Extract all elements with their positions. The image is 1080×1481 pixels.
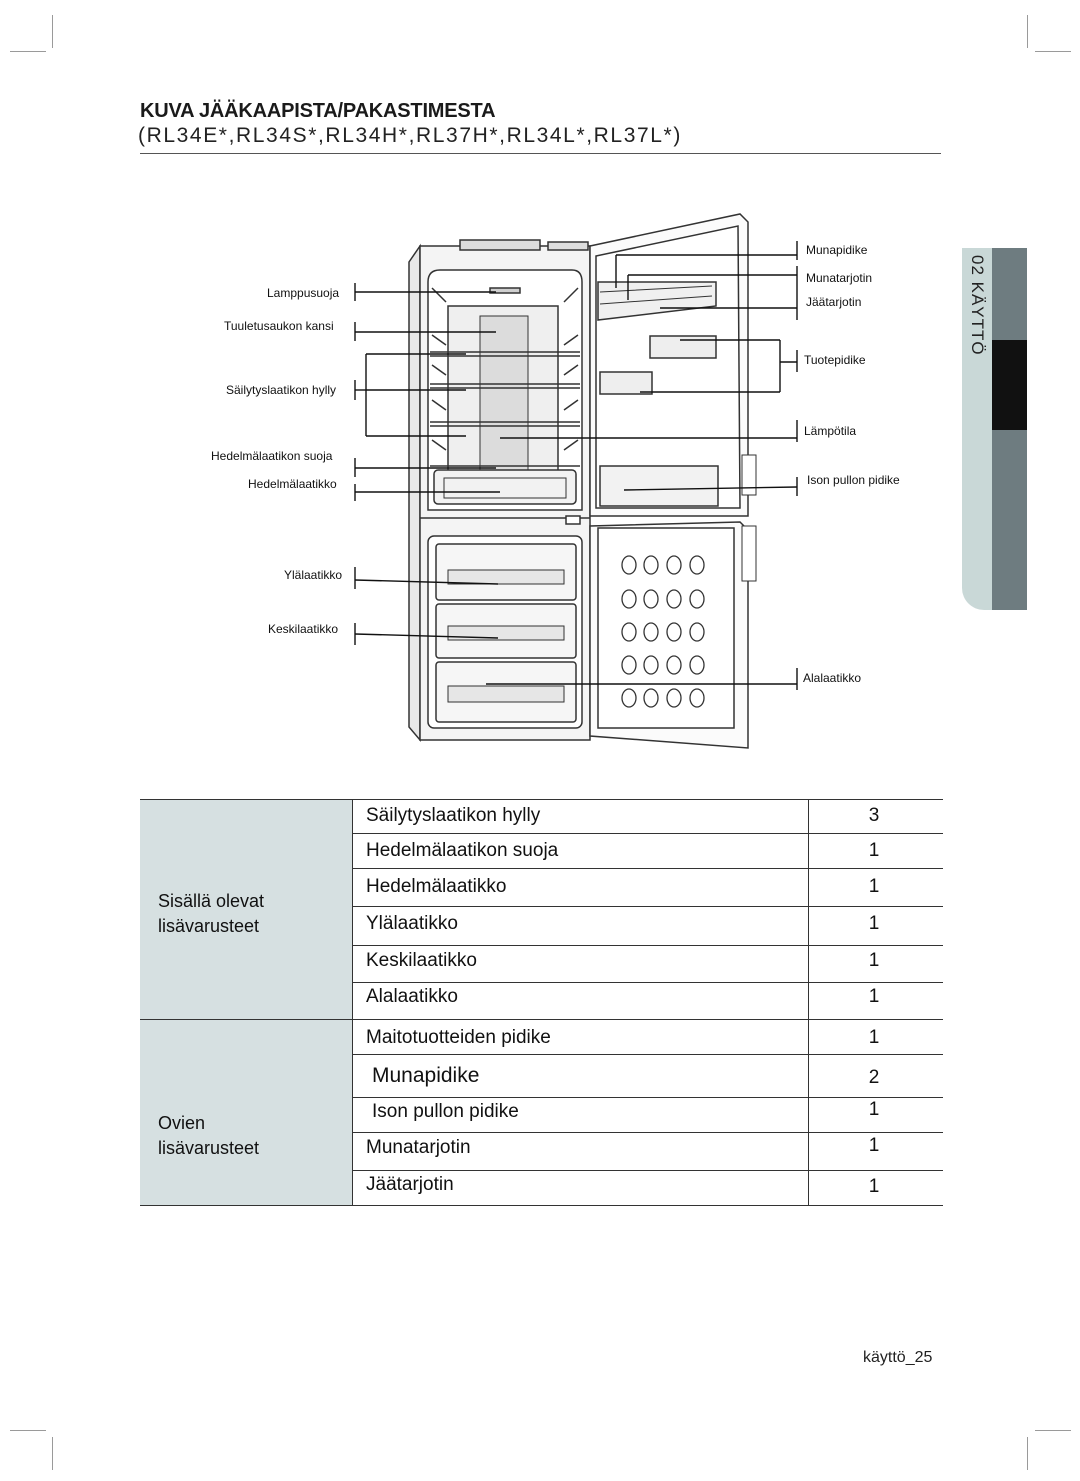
table-item: Ylälaatikko: [366, 913, 458, 934]
table-qty: 1: [868, 1176, 880, 1197]
crop-mark: [1035, 1430, 1071, 1431]
group-label-internal: Sisällä olevat lisävarusteet: [158, 889, 264, 939]
table-item: Keskilaatikko: [366, 950, 477, 971]
table-qty: 1: [868, 986, 880, 1007]
side-tab-strip: [992, 430, 1027, 610]
table-row-divider: [352, 833, 943, 834]
table-column-divider: [352, 800, 353, 1205]
page-number: käyttö_25: [863, 1349, 933, 1366]
table-item: Alalaatikko: [366, 986, 458, 1007]
group-label-door: Ovien lisävarusteet: [158, 1111, 259, 1161]
label-big-bottle-holder: Ison pullon pidike: [807, 473, 900, 487]
group-label-line: lisävarusteet: [158, 916, 260, 936]
table-item: Jäätarjotin: [366, 1174, 454, 1195]
label-ice-tray: Jäätarjotin: [806, 295, 862, 309]
table-qty: 1: [868, 1099, 880, 1120]
section-tab-label: 02 KÄYTTÖ: [968, 255, 987, 356]
page-title: KUVA JÄÄKAAPISTA/PAKASTIMESTA: [140, 100, 496, 122]
table-row-divider: [352, 1132, 943, 1133]
table-qty: 1: [868, 913, 880, 934]
label-product-holder: Tuotepidike: [804, 353, 866, 367]
table-row-divider: [352, 906, 943, 907]
table-row-divider: [352, 868, 943, 869]
label-middle-drawer: Keskilaatikko: [268, 622, 339, 636]
label-egg-tray: Munatarjotin: [806, 271, 873, 285]
table-qty: 1: [868, 1027, 880, 1048]
group-label-line: Ovien: [158, 1113, 206, 1133]
side-tab-marker: [992, 340, 1027, 430]
table-border: [140, 799, 943, 800]
label-egg-holder: Munapidike: [806, 243, 868, 257]
table-border: [140, 1205, 943, 1206]
table-qty: 1: [868, 950, 880, 971]
group-label-line: lisävarusteet: [158, 1138, 260, 1158]
crop-mark: [52, 1437, 53, 1470]
label-upper-drawer: Ylälaatikko: [284, 568, 343, 582]
group-cell-internal: [140, 800, 352, 1019]
crop-mark: [52, 15, 53, 48]
table-item: Maitotuotteiden pidike: [366, 1027, 551, 1048]
label-crisper-cover: Hedelmälaatikon suoja: [211, 449, 333, 463]
crop-mark: [1027, 1437, 1028, 1470]
table-qty: 1: [868, 1135, 880, 1156]
table-item: Munatarjotin: [366, 1137, 471, 1158]
table-row-divider: [352, 1170, 943, 1171]
crop-mark: [1027, 15, 1028, 48]
group-cell-door: [140, 1020, 352, 1205]
table-item: Ison pullon pidike: [372, 1101, 519, 1122]
table-item: Hedelmälaatikon suoja: [366, 840, 559, 861]
table-qty: 3: [868, 805, 880, 826]
label-vent-cover: Tuuletusaukon kansi: [224, 319, 334, 333]
table-row-divider: [352, 1097, 943, 1098]
crop-mark: [1035, 51, 1071, 52]
side-tab-strip: [992, 248, 1027, 340]
label-storage-shelf: Säilytyslaatikon hylly: [226, 383, 337, 397]
title-divider: [140, 153, 941, 154]
model-list: (RL34E*,RL34S*,RL34H*,RL37H*,RL34L*,RL37…: [138, 124, 682, 147]
label-crisper: Hedelmälaatikko: [248, 477, 337, 491]
crop-mark: [10, 1430, 46, 1431]
table-group-divider: [140, 1019, 943, 1020]
label-temperature: Lämpötila: [804, 424, 857, 438]
label-lamp-cover: Lamppusuoja: [267, 286, 340, 300]
refrigerator-diagram: [354, 213, 798, 749]
table-qty: 1: [868, 840, 880, 861]
table-item: Munapidike: [372, 1064, 480, 1087]
table-qty: 2: [868, 1067, 880, 1088]
table-row-divider: [352, 982, 943, 983]
table-column-divider: [808, 800, 809, 1205]
table-item: Hedelmälaatikko: [366, 876, 507, 897]
side-tab-background: [962, 248, 992, 610]
table-qty: 1: [868, 876, 880, 897]
group-label-line: Sisällä olevat: [158, 891, 265, 911]
table-item: Säilytyslaatikon hylly: [366, 805, 541, 826]
crop-mark: [10, 51, 46, 52]
label-lower-drawer: Alalaatikko: [803, 671, 862, 685]
table-row-divider: [352, 1054, 943, 1055]
table-row-divider: [352, 945, 943, 946]
